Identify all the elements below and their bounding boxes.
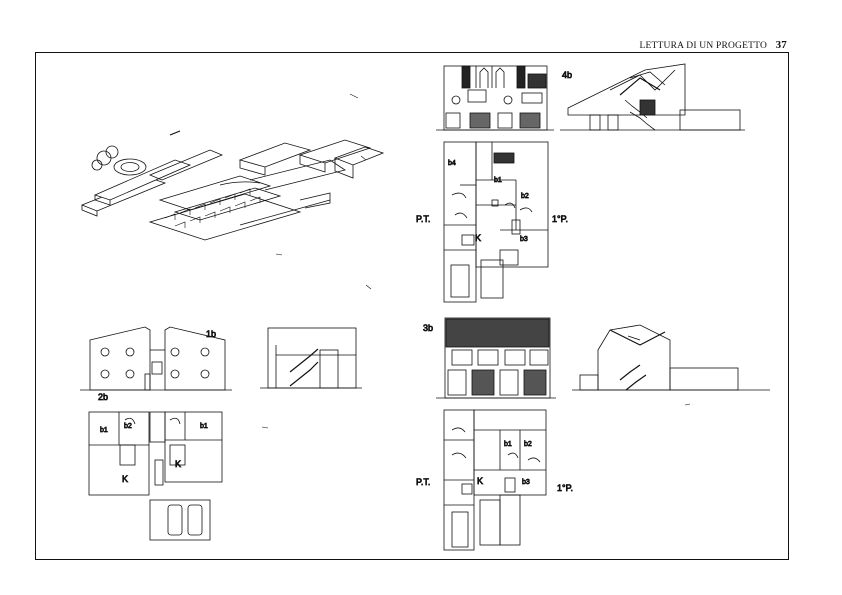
room-b2-3b: b2 — [524, 441, 532, 448]
room-b3-3b: b3 — [522, 479, 530, 486]
label-4b: 4b — [562, 70, 572, 80]
elevation-1b — [80, 326, 232, 391]
room-k: K — [475, 233, 481, 243]
room-b2: b2 — [521, 193, 529, 200]
room-k-3b: K — [477, 476, 483, 486]
room-b4: b4 — [448, 160, 456, 167]
room-k-2b-right: K — [175, 459, 181, 469]
room-b1-2b-left: b1 — [100, 427, 108, 434]
room-b1-3b: b1 — [504, 441, 512, 448]
floor-plan-3b — [443, 409, 547, 551]
label-2b: 2b — [98, 392, 108, 402]
section-3b — [572, 324, 770, 391]
floor-plan-2b — [88, 411, 223, 541]
room-b3: b3 — [520, 236, 528, 243]
axonometric-site-view — [80, 130, 385, 241]
room-b2-2b: b2 — [124, 423, 132, 430]
page-number: 37 — [775, 39, 787, 51]
content-frame — [35, 52, 789, 560]
floor-plan-4b — [443, 141, 549, 303]
section-1b — [260, 327, 362, 389]
label-pt-bottom: P.T. — [416, 477, 430, 487]
label-3b: 3b — [423, 323, 433, 333]
section-4b — [560, 63, 745, 131]
room-b1-2b-right: b1 — [200, 423, 208, 430]
label-pt-top: P.T. — [416, 214, 430, 224]
room-b1: b1 — [494, 177, 502, 184]
label-1b: 1b — [206, 329, 216, 339]
section-title: LETTURA DI UN PROGETTO — [639, 41, 768, 51]
label-1p-bottom: 1°P. — [557, 483, 573, 493]
label-1p-top: 1°P. — [552, 214, 568, 224]
elevation-3b — [436, 317, 556, 399]
room-k-2b-left: K — [122, 474, 128, 484]
elevation-4b — [436, 65, 554, 131]
page-header: LETTURA DI UN PROGETTO 37 — [640, 39, 787, 51]
scan-marks — [261, 93, 691, 429]
